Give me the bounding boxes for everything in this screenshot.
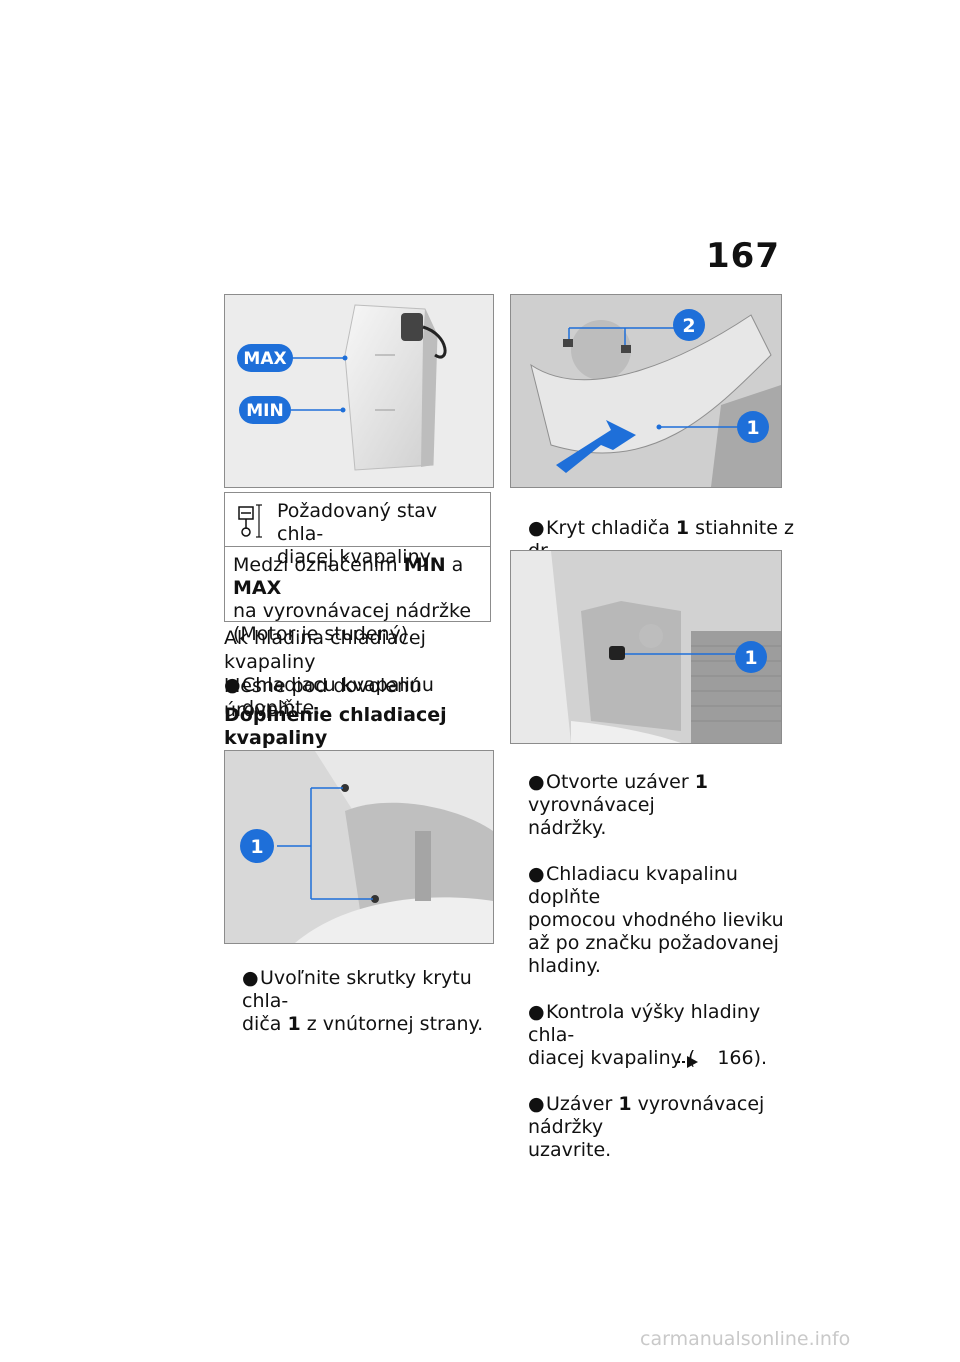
radiator-cover-figure: 2 1 [510, 294, 782, 488]
left-bullet-2: ●Uvoľnite skrutky krytu chla- diča 1 z v… [242, 967, 484, 1035]
right-bullet-2-text-a: Otvorte uzáver [546, 771, 695, 793]
min-mark: MIN [403, 554, 446, 576]
left-bullet-2-num: 1 [287, 1013, 301, 1035]
right-bullet-1-num1: 1 [675, 517, 690, 539]
info-body-line2: na vyrovnávacej nádržke [233, 600, 472, 622]
watermark: carmanualsonline.info [640, 1328, 851, 1350]
coolant-level-icon [237, 501, 267, 541]
right-bullets: ●Otvorte uzáver 1 vyrovnávacej nádržky. … [510, 748, 785, 1162]
info-body-line3: (Motor je studený) [233, 623, 409, 645]
right-bullet-5-num: 1 [618, 1093, 632, 1115]
info-heading: Požadovaný stav chla- diacej kvapaliny [277, 500, 438, 568]
callout-1: 1 [744, 647, 757, 669]
section-heading: Doplnenie chladiacej kvapaliny [224, 704, 447, 749]
info-body: Medzi označením MIN a MAX na vyrovnávace… [233, 554, 488, 646]
info-box: Požadovaný stav chla- diacej kvapaliny M… [224, 492, 491, 645]
right-bullet-4-text-b: ). [753, 1047, 768, 1069]
right-bullet-2: ●Otvorte uzáver 1 vyrovnávacej nádržky. [528, 771, 708, 839]
right-bullet-5-text-a: Uzáver [546, 1093, 619, 1115]
info-body-prefix: Medzi označením [233, 554, 404, 576]
max-mark: MAX [233, 577, 282, 599]
right-bullet-2-text-b: vyrovnávacej nádržky. [528, 794, 655, 839]
right-bullet-1-text-a: Kryt chladiča [546, 517, 676, 539]
right-bullet-5: ●Uzáver 1 vyrovnávacej nádržky uzavrite. [528, 1093, 765, 1161]
left-paragraph: Ak hladina chladiacej kvapaliny klesne p… [224, 627, 426, 721]
right-bullet-4: ●Kontrola výšky hladiny chla- diacej kva… [528, 1001, 768, 1069]
max-label: MAX [243, 349, 286, 369]
reservoir-cap-figure: 1 [510, 550, 782, 744]
left-bullet-2-text-a: Uvoľnite skrutky krytu chla- diča [242, 967, 472, 1035]
right-bullet-3: ●Chladiacu kvapalinu doplňte pomocou vho… [528, 863, 784, 977]
page-number: 167 [706, 236, 780, 276]
right-bullet-3-text: Chladiacu kvapalinu doplňte pomocou vhod… [528, 863, 784, 977]
left-bullet-1-text: Chladiacu kvapalinu doplňte. [242, 674, 434, 719]
left-bullet-2-text-b: z vnútornej strany. [300, 1013, 484, 1035]
screws-figure: 1 [224, 750, 494, 944]
callout-1: 1 [746, 417, 759, 439]
right-bullet-4-ref[interactable]: 166 [717, 1047, 754, 1069]
right-bullet-5-text-b: vyrovnávacej nádržky uzavrite. [528, 1093, 765, 1161]
arrow-reference-icon [677, 1052, 717, 1068]
info-body-and: a [445, 554, 464, 576]
callout-1: 1 [250, 836, 263, 858]
callout-2: 2 [682, 315, 695, 337]
min-label: MIN [246, 401, 283, 421]
left-bullet-1: ●Chladiacu kvapalinu doplňte. [224, 674, 434, 719]
right-bullet-4-text-a: Kontrola výšky hladiny chla- diacej kvap… [528, 1001, 761, 1069]
right-bullet-2-num: 1 [694, 771, 708, 793]
reservoir-figure: MAX MIN [224, 294, 494, 488]
